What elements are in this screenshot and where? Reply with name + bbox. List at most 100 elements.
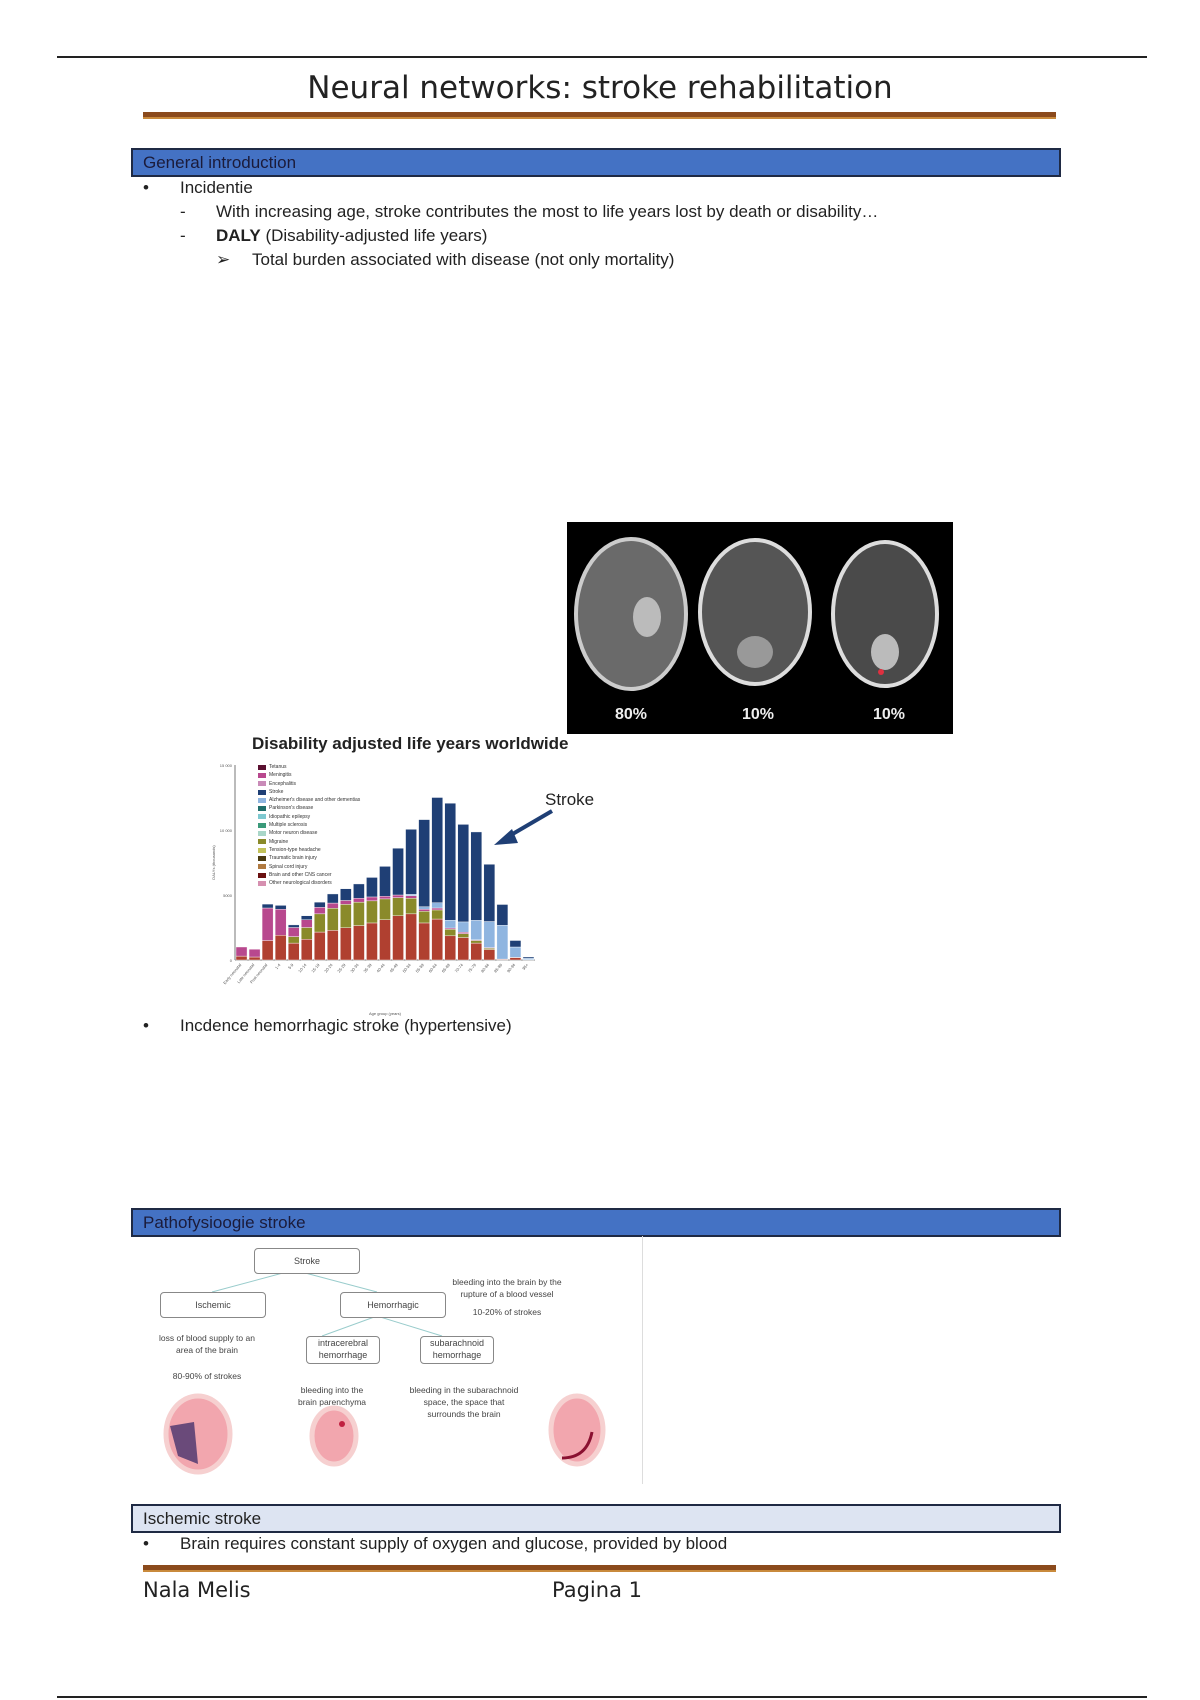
bar-segment-meningitis: [314, 907, 326, 915]
x-tick-label: 5-9: [287, 962, 295, 970]
y-tick-label: 5000: [223, 893, 233, 898]
legend-label: Multiple sclerosis: [269, 822, 308, 829]
bar-segment-meningitis: [274, 909, 287, 936]
bar-segment-alzheimer's: [496, 925, 509, 960]
x-tick-label: 85-89: [493, 962, 504, 974]
bar-segment-stroke: [274, 905, 287, 910]
bar-segment-other: [431, 918, 443, 961]
x-tick-label: 75-79: [467, 962, 478, 974]
bullet-icon: •: [143, 178, 149, 197]
bar-segment-other: [274, 935, 287, 961]
diagram-box-intracerebral: intracerebral hemorrhage: [306, 1336, 380, 1364]
x-tick-label: 40-44: [375, 962, 386, 974]
y-tick-label: 0: [230, 958, 233, 963]
legend-label: Tension-type headache: [269, 846, 321, 853]
x-tick-label: 65-69: [441, 962, 452, 974]
legend-label: Migraine: [269, 838, 289, 845]
legend-label: Stroke: [269, 788, 284, 795]
x-tick-label: 95+: [521, 962, 530, 971]
bar-segment-meningitis: [301, 919, 313, 928]
bar-segment-other: [509, 957, 522, 961]
x-tick-label: 70-74: [454, 962, 465, 974]
x-tick-label: 20-24: [323, 962, 334, 974]
bar-segment-stroke: [287, 924, 300, 928]
legend-swatch: [258, 772, 266, 778]
legend-item: Tetanus: [258, 763, 360, 771]
subarachnoid-description: bleeding in the subarachnoid space, the …: [409, 1385, 519, 1419]
x-tick-label: 15-19: [310, 962, 321, 974]
legend-label: Alzheimer's disease and other dementias: [269, 797, 361, 804]
stroke-annotation: Stroke: [545, 790, 595, 809]
section-header-ischemic: Ischemic stroke: [131, 1504, 1061, 1533]
bar-segment-other: [470, 942, 483, 961]
x-tick-label: 90-94: [506, 962, 517, 974]
footer-page-number: Pagina 1: [552, 1578, 642, 1602]
bar-segment-meningitis: [431, 907, 443, 911]
bar-segment-alzheimer's: [444, 920, 456, 929]
bar-segment-migraine: [327, 908, 339, 931]
bar-segment-migraine: [470, 940, 483, 944]
bar-segment-migraine: [301, 927, 313, 940]
arrow-item-burden: Total burden associated with disease (no…: [252, 250, 675, 269]
x-tick-label: 45-49: [388, 962, 399, 974]
legend-item: Encephalitis: [258, 780, 360, 788]
bar-segment-other: [327, 930, 339, 961]
title-rule: [143, 112, 1056, 119]
bar-segment-stroke: [405, 829, 417, 895]
diagram-box-stroke: Stroke: [254, 1248, 360, 1274]
legend-item: Stroke: [258, 788, 360, 796]
bar-segment-migraine: [457, 933, 469, 938]
bullet-oxygen-supply: Brain requires constant supply of oxygen…: [180, 1534, 728, 1553]
bar-segment-stroke: [340, 888, 352, 901]
ct-scan-image: 80% 10% 10%: [567, 522, 953, 734]
bar-segment-meningitis: [248, 949, 261, 958]
bar-segment-meningitis: [235, 946, 248, 957]
legend-label: Meningitis: [269, 772, 292, 779]
bar-segment-migraine: [431, 909, 443, 920]
footer-rule: [143, 1565, 1056, 1572]
legend-item: Migraine: [258, 838, 360, 846]
diagram-box-subarachnoid: subarachnoid hemorrhage: [420, 1336, 494, 1364]
legend-swatch: [258, 781, 266, 787]
bar-segment-stroke: [496, 904, 509, 926]
bar-segment-alzheimer's: [418, 906, 430, 910]
legend-label: Brain and other CNS cancer: [269, 871, 332, 878]
legend-label: Idiopathic epilepsy: [269, 813, 311, 820]
legend-swatch: [258, 839, 266, 845]
bar-segment-meningitis: [379, 896, 391, 900]
bar-segment-meningitis: [327, 902, 339, 909]
legend-swatch: [258, 797, 266, 803]
legend-label: Encephalitis: [269, 780, 296, 787]
bar-segment-stroke: [470, 831, 483, 921]
hemorrhagic-description: bleeding into the brain by the rupture o…: [452, 1277, 562, 1299]
dash-item-daly: DALY (Disability-adjusted life years): [216, 226, 487, 246]
page-title: Neural networks: stroke rehabilitation: [307, 70, 893, 106]
y-axis-label: DALYs (thousands): [211, 845, 216, 880]
legend-item: Brain and other CNS cancer: [258, 871, 360, 879]
bar-segment-meningitis: [405, 895, 417, 899]
bar-segment-other: [340, 927, 352, 961]
bar-segment-stroke: [353, 883, 365, 899]
bar-segment-stroke: [431, 797, 443, 904]
bar-segment-other: [301, 938, 313, 961]
bar-segment-stroke: [483, 864, 496, 922]
bar-segment-migraine: [392, 897, 404, 917]
bar-segment-other: [261, 940, 274, 961]
section-header-general: General introduction: [131, 148, 1061, 177]
legend-swatch: [258, 831, 266, 837]
bar-segment-other: [353, 925, 365, 961]
x-tick-label: 60-64: [428, 962, 439, 974]
x-tick-label: 25-29: [336, 962, 347, 974]
dash-icon: -: [180, 226, 186, 245]
bar-segment-stroke: [392, 847, 404, 896]
legend-label: Motor neuron disease: [269, 830, 318, 837]
x-tick-label: 30-34: [349, 962, 360, 974]
legend-item: Multiple sclerosis: [258, 821, 360, 829]
bar-segment-other: [379, 919, 391, 961]
bar-segment-meningitis: [418, 909, 430, 912]
bar-segment-stroke: [366, 877, 378, 898]
legend-swatch: [258, 880, 266, 886]
bar-segment-meningitis: [287, 927, 300, 937]
diagram-connectors: [163, 1269, 606, 1475]
